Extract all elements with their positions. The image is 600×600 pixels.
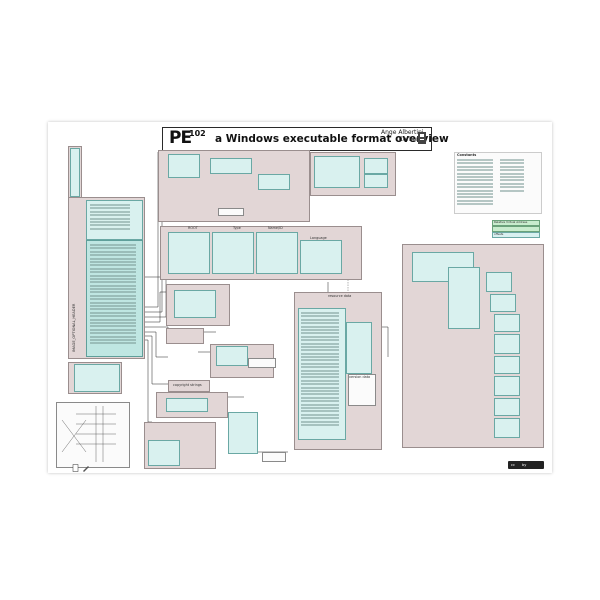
version-data-label: version data [349,375,371,379]
export-directory-struct [314,156,360,188]
resources-language-label: Language [310,236,327,240]
author-name: Ange Albertini [381,129,424,136]
debug-panel [166,328,204,344]
section-table-struct [74,364,120,392]
clr-panel [144,422,216,469]
delay-import-struct [228,412,258,454]
legend-rva-label: Relative Virtual Address [494,220,528,224]
resource-dir-language [300,240,342,274]
resources-root-label: ROOT [188,226,198,230]
export-names-struct [364,174,388,188]
version-info-fields [301,312,339,427]
section-entry-7 [494,398,520,416]
resources-name-label: Name/ID [268,226,283,230]
corkami-logo-icon [418,132,426,144]
nt-headers-struct [86,200,143,240]
constants-heading: Constants [457,153,477,157]
document-icon [72,464,79,472]
tool-icon [83,466,89,472]
resource-dir-name [256,232,298,274]
dll-name-box [218,208,244,216]
resource-dir-root [168,232,210,274]
section-entry-8 [494,418,520,438]
import-thunk-struct [210,158,252,174]
title-banner: PE 102 a Windows executable format overv… [162,127,449,151]
version-data-box [348,374,376,406]
copyright-panel [168,380,210,392]
legend-green-2 [492,226,540,232]
loadconfig-note [248,358,276,368]
poster: PE 102 a Windows executable format overv… [48,122,552,473]
resource-dir-type [212,232,254,274]
optional-header-fields [90,244,136,346]
copyright-strings-label: copyright strings [173,383,202,387]
legend-offsets-label: offsets [494,232,504,236]
section-entry-5 [494,356,520,374]
dos-header-struct [70,148,80,197]
nt-header-fields [90,204,130,231]
author-handle: Corkami [398,136,424,143]
legend-rva [492,220,540,226]
author-block: Ange Albertini Corkami [381,129,424,143]
title-pe: PE [169,128,192,148]
import-by-name-struct [258,174,290,190]
section-entry-6 [494,376,520,396]
resource-data-entry-struct [346,322,372,374]
section-entry-4 [494,334,520,354]
creative-commons-icon: cc by [508,461,544,469]
section-entry-1 [486,272,512,292]
memory-layout-sketch [61,406,116,462]
constants-rows [457,159,493,206]
page-title: a Windows executable format overview [215,133,449,145]
constants-values [500,159,524,193]
resources-type-label: Type [233,226,241,230]
section-entry-2 [490,294,516,312]
memory-layout-diagram [56,402,130,468]
tls-struct [174,290,216,318]
loadconfig-struct [216,346,248,366]
delay-import-note [262,452,286,462]
resource-data-label: resource data [328,294,352,298]
clr-struct [148,440,180,466]
optional-header-vertical-label: IMAGE_OPTIONAL_HEADER [72,303,76,352]
bound-import-struct [166,398,208,412]
legend-offsets [492,232,540,238]
bound-import-panel [156,392,228,418]
export-functions-struct [364,158,388,174]
section-entry-3 [494,314,520,332]
import-descriptor-struct [168,154,200,178]
section-map-struct [448,267,480,329]
title-version: 102 [189,129,206,138]
